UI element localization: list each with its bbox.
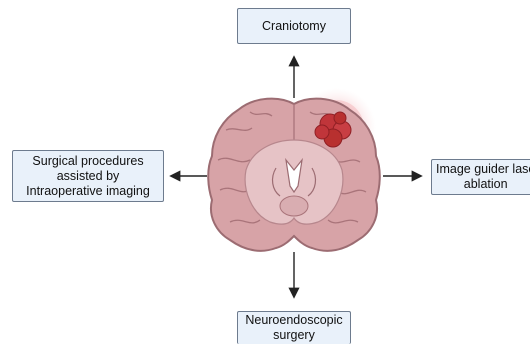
craniotomy-label: Craniotomy [262,19,326,34]
craniotomy-box: Craniotomy [237,8,351,44]
intraoperative-imaging-box: Surgical procedures assisted by Intraope… [12,150,164,202]
laser-ablation-line1: Image guider lase [436,162,530,177]
laser-ablation-line2: ablation [464,177,508,192]
intraoperative-imaging-line2: assisted by [26,169,150,184]
neuroendoscopic-line1: Neuroendoscopic [245,313,342,328]
laser-ablation-box: Image guider lase ablation [431,159,530,195]
neuroendoscopic-box: Neuroendoscopic surgery [237,311,351,344]
intraoperative-imaging-line3: Intraoperative imaging [26,184,150,199]
neuroendoscopic-line2: surgery [245,328,342,343]
intraoperative-imaging-line1: Surgical procedures [26,154,150,169]
